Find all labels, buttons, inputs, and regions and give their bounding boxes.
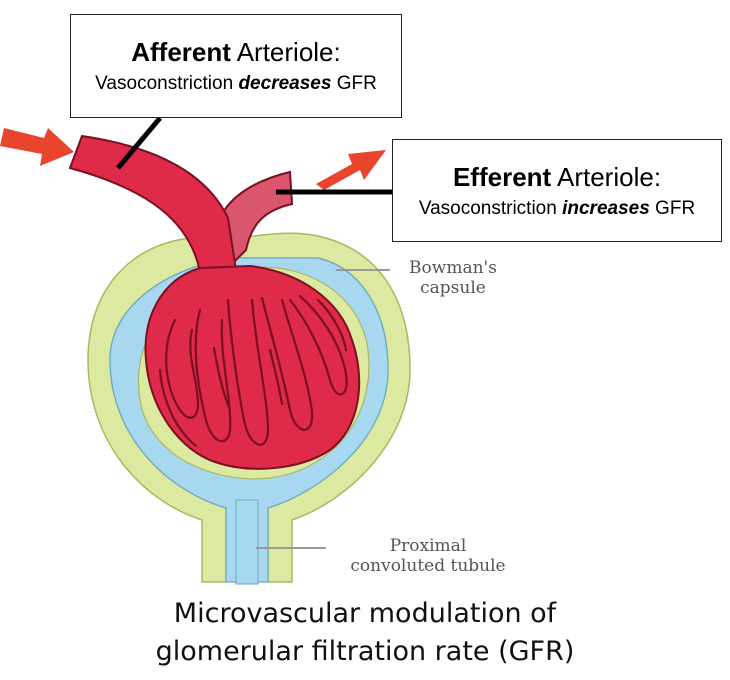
efferent-desc-pre: Vasoconstriction <box>418 198 563 219</box>
afferent-desc-pre: Vasoconstriction <box>95 73 239 94</box>
efferent-title: Efferent Arteriole: <box>393 162 721 192</box>
efferent-title-rest: Arteriole: <box>557 162 662 192</box>
tubule-lumen <box>235 499 259 585</box>
afferent-title: Afferent Arteriole: <box>71 37 401 67</box>
afferent-desc-post: GFR <box>331 73 377 94</box>
bowman-label-line2: capsule <box>420 278 486 298</box>
efferent-callout: Efferent Arteriole: Vasoconstriction inc… <box>392 139 722 242</box>
afferent-callout: Afferent Arteriole: Vasoconstriction dec… <box>70 14 402 118</box>
efferent-description: Vasoconstriction increases GFR <box>393 198 721 220</box>
glomerulus <box>144 264 361 470</box>
bowman-label-line1: Bowman's <box>409 258 497 278</box>
capillary-loops <box>158 294 348 448</box>
afferent-desc-emphasis: decreases <box>238 73 332 94</box>
afferent-title-bold: Afferent <box>131 37 231 67</box>
afferent-title-rest: Arteriole: <box>236 37 341 67</box>
caption-line1: Microvascular modulation of <box>173 598 557 629</box>
bowman-capsule-label: Bowman's capsule <box>393 258 513 298</box>
efferent-arteriole <box>218 170 294 264</box>
pct-label-line1: Proximal <box>389 536 467 556</box>
figure-caption: Microvascular modulation of glomerular f… <box>0 595 730 671</box>
efferent-desc-post: GFR <box>649 198 696 219</box>
caption-line2: glomerular filtration rate (GFR) <box>155 636 575 667</box>
pct-label-line2: convoluted tubule <box>350 556 506 576</box>
afferent-description: Vasoconstriction decreases GFR <box>71 73 401 95</box>
proximal-tubule-label: Proximal convoluted tubule <box>328 536 528 576</box>
afferent-leader-line <box>116 116 162 170</box>
arrow-in <box>0 128 74 166</box>
efferent-title-bold: Efferent <box>452 162 552 192</box>
efferent-desc-emphasis: increases <box>562 198 650 219</box>
arrow-out <box>316 150 386 190</box>
